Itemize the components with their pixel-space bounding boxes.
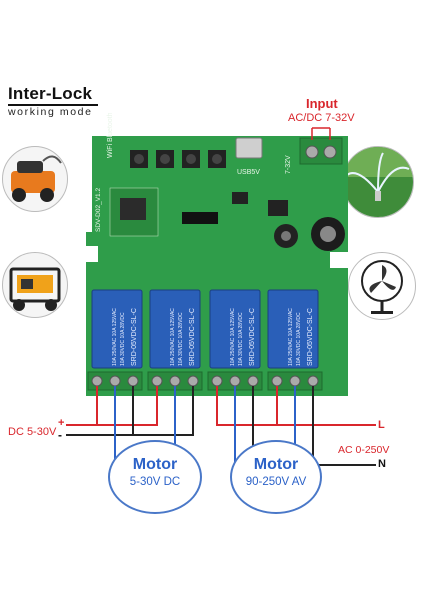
svg-text:SRD-05VDC-SL-C: SRD-05VDC-SL-C	[131, 308, 138, 366]
header-pins	[182, 212, 218, 224]
usb-port	[235, 137, 263, 159]
module-label: WiFi Bluetooth	[107, 112, 114, 158]
supply-label: 7-32V	[285, 155, 292, 174]
motor-spec: 5-30V DC	[129, 476, 181, 488]
generator-image	[2, 252, 68, 318]
input-range: AC/DC 7-32V	[288, 112, 355, 124]
chip-label: SDV-D02_V1.2	[95, 188, 102, 232]
title-divider	[8, 104, 98, 106]
svg-text:SRD-05VDC-SL-C: SRD-05VDC-SL-C	[249, 308, 256, 366]
plus-label: +	[58, 417, 65, 429]
dc-motor: Motor 5-30V DC	[108, 440, 202, 514]
relays: SRD-05VDC-SL-C SRD-05VDC-SL-C SRD-05VDC-…	[91, 289, 319, 369]
input-label: Input	[306, 96, 338, 111]
svg-text:SRD-05VDC-SL-C: SRD-05VDC-SL-C	[189, 308, 196, 366]
line-label: L	[378, 419, 385, 431]
mode-title: Inter-Lock	[8, 84, 93, 103]
minus-label: -	[58, 428, 62, 442]
svg-text:10A 250VAC 10A 125VAC: 10A 250VAC 10A 125VAC	[112, 308, 118, 366]
motor-title: Motor	[132, 456, 178, 473]
ac-motor: Motor 90-250V AV	[230, 440, 322, 514]
svg-text:SRD-05VDC-SL-C: SRD-05VDC-SL-C	[307, 308, 314, 366]
dc-voltage-label: DC 5-30V	[8, 426, 57, 438]
svg-text:10A 30VDC 10A 28VDC: 10A 30VDC 10A 28VDC	[238, 312, 244, 366]
svg-text:10A 30VDC 10A 28VDC: 10A 30VDC 10A 28VDC	[296, 312, 302, 366]
sprinkler-image	[342, 146, 414, 218]
fan-image	[348, 252, 416, 320]
push-buttons	[130, 150, 226, 168]
pressure-washer-icon	[11, 155, 62, 202]
svg-text:10A 250VAC 10A 125VAC: 10A 250VAC 10A 125VAC	[230, 308, 236, 366]
pressure-washer-image	[2, 146, 68, 212]
output-terminals	[87, 371, 323, 391]
motor-title: Motor	[253, 456, 299, 473]
motor-spec: 90-250V AV	[245, 476, 307, 488]
usb-label: USB5V	[237, 169, 260, 176]
svg-text:10A 250VAC 10A 125VAC: 10A 250VAC 10A 125VAC	[170, 308, 176, 366]
fan-icon	[361, 260, 403, 314]
svg-text:10A 250VAC 10A 125VAC: 10A 250VAC 10A 125VAC	[288, 308, 294, 366]
mode-subtitle: working mode	[8, 106, 93, 118]
neutral-label: N	[378, 458, 386, 470]
svg-text:10A 30VDC 10A 28VDC: 10A 30VDC 10A 28VDC	[120, 312, 126, 366]
ac-voltage-label: AC 0-250V	[338, 444, 390, 456]
generator-icon	[9, 267, 61, 311]
svg-text:10A 30VDC 10A 28VDC: 10A 30VDC 10A 28VDC	[178, 312, 184, 366]
